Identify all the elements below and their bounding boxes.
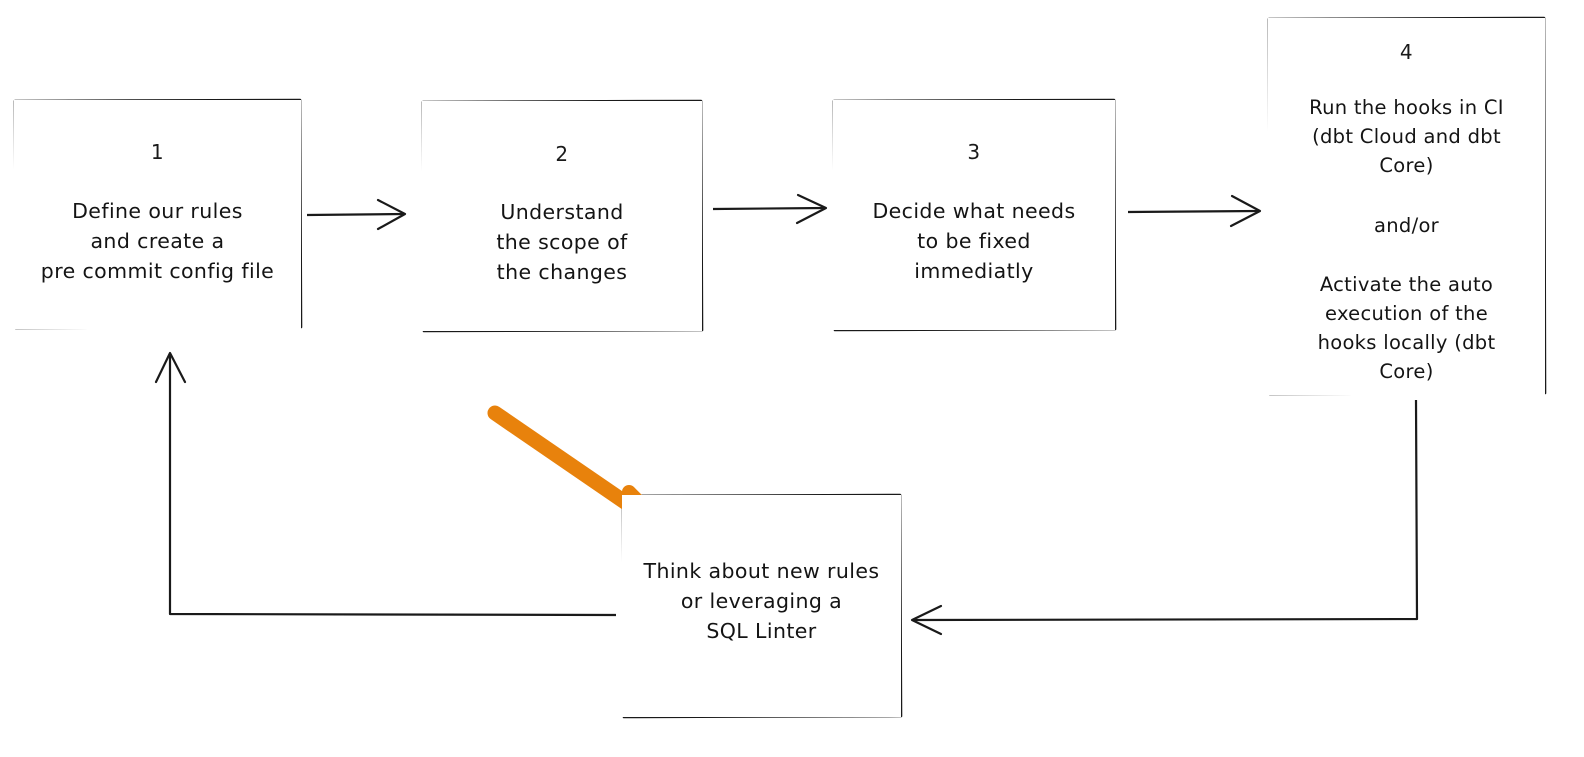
node-step-loop-text: Think about new rules or leveraging a SQ… <box>643 559 880 643</box>
node-step-4-number: 4 <box>1399 40 1414 64</box>
node-step-4[interactable]: 4 Run the hooks in CI (dbt Cloud and dbt… <box>1268 18 1545 395</box>
node-step-2[interactable]: 2 Understand the scope of the changes <box>422 101 702 331</box>
arrow-step3-to-step4 <box>1127 194 1262 228</box>
node-step-1-text: Define our rules and create a pre commit… <box>40 199 275 283</box>
node-step-1-number: 1 <box>150 140 165 164</box>
arrow-loop-box-to-step1 <box>154 351 617 617</box>
node-step-4-text-andor: and/or <box>1373 214 1439 237</box>
arrow-step4-to-loop-box <box>910 399 1419 636</box>
node-step-3-number: 3 <box>967 140 981 164</box>
node-step-2-text: Understand the scope of the changes <box>496 200 628 284</box>
node-step-3[interactable]: 3 Decide what needs to be fixed immediat… <box>833 100 1115 330</box>
arrow-step2-to-step3 <box>712 193 828 225</box>
node-step-2-number: 2 <box>555 142 569 166</box>
node-step-3-text: Decide what needs to be fixed immediatly <box>872 199 1076 283</box>
arrow-step1-to-step2 <box>306 198 407 231</box>
node-step-4-text-ci: Run the hooks in CI (dbt Cloud and dbt C… <box>1309 96 1504 177</box>
node-step-4-text-local: Activate the auto execution of the hooks… <box>1317 273 1496 383</box>
node-step-loop[interactable]: Think about new rules or leveraging a SQ… <box>622 495 901 717</box>
node-step-1[interactable]: 1 Define our rules and create a pre comm… <box>14 100 301 329</box>
